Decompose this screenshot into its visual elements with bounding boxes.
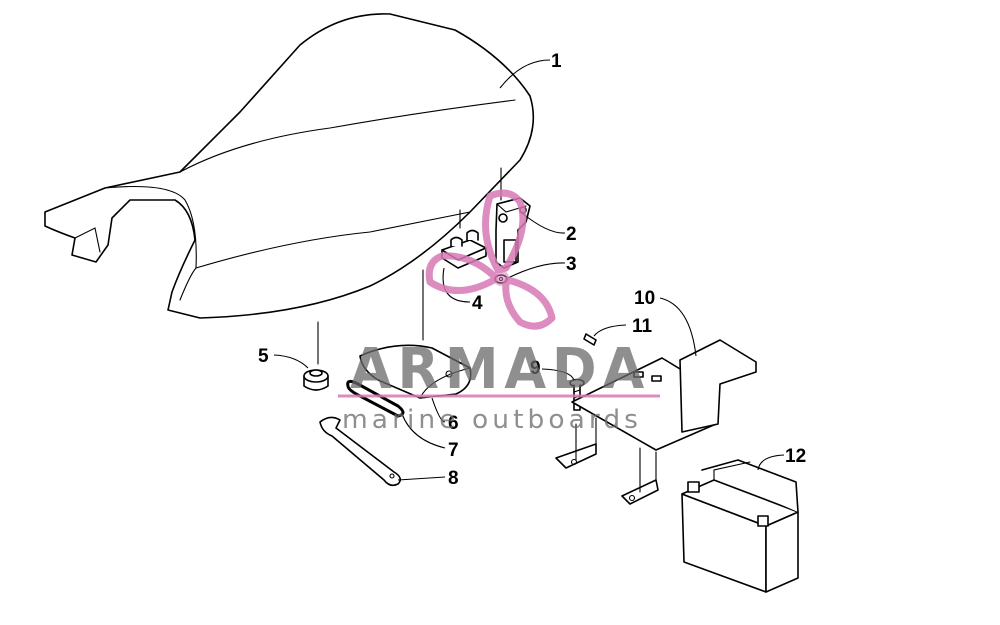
callout-1: 1	[551, 51, 562, 72]
callout-9: 9	[530, 358, 541, 379]
seat-part-1	[44, 13, 535, 319]
callout-2: 2	[566, 224, 577, 245]
watermark-brand: ARMADA	[350, 337, 650, 402]
pin-part-11	[583, 333, 597, 346]
battery-tray-part-10	[555, 339, 757, 505]
callout-6: 6	[448, 413, 459, 434]
callout-5: 5	[258, 346, 269, 367]
spanner-part-8	[319, 416, 402, 487]
callout-12: 12	[785, 446, 806, 467]
watermark-tagline: marine outboards	[342, 405, 642, 435]
callout-3: 3	[566, 254, 577, 275]
callout-7: 7	[448, 440, 459, 461]
callout-labels: 1 2 3 4 5 6 7 8 9 10 11 12	[258, 51, 806, 489]
callout-11: 11	[632, 316, 653, 337]
callout-4: 4	[472, 293, 483, 314]
armada-watermark: ARMADA marine outboards	[338, 189, 660, 435]
pouch-part-6	[359, 269, 472, 399]
callout-10: 10	[634, 288, 655, 309]
propeller-logo-icon	[425, 189, 556, 330]
callout-8: 8	[448, 468, 459, 489]
battery-part-12	[681, 459, 799, 593]
seal-ring-part-7	[346, 379, 405, 418]
grommet-part-5	[303, 321, 329, 391]
